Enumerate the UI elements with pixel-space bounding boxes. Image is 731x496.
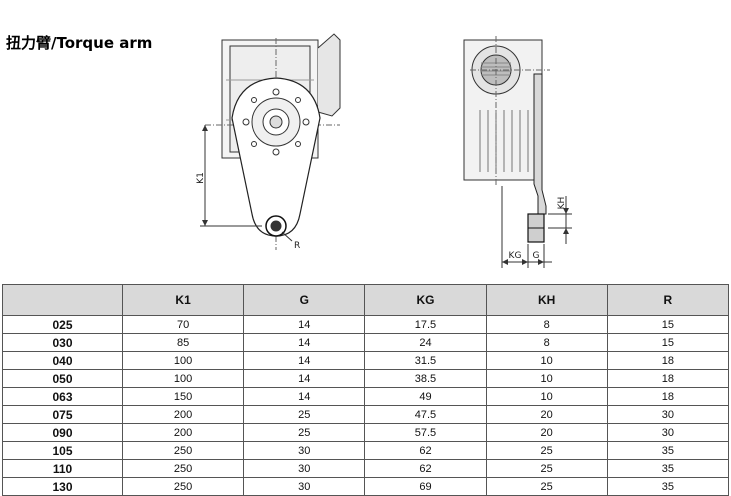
- cell-kg: 24: [364, 333, 487, 352]
- cell-k1: 85: [121, 333, 245, 352]
- cell-g: 25: [243, 405, 366, 424]
- cell-k1: 100: [121, 369, 245, 388]
- cell-g: 30: [243, 459, 366, 478]
- cell-g: 14: [243, 315, 366, 334]
- torque-arm-drawing: K1 R KH KG G: [196, 33, 572, 268]
- cell-r: 35: [606, 477, 730, 496]
- header-k1: K1: [121, 284, 245, 316]
- cell-model: 105: [2, 441, 123, 460]
- cell-model: 025: [2, 315, 123, 334]
- cell-kg: 57.5: [364, 423, 487, 442]
- header-kh: KH: [485, 284, 608, 316]
- table-row: 130 250 30 69 25 35: [2, 477, 730, 496]
- table-row: 050 100 14 38.5 10 18: [2, 369, 730, 388]
- cell-kh: 10: [485, 351, 608, 370]
- cell-model: 040: [2, 351, 123, 370]
- cell-k1: 250: [121, 459, 245, 478]
- cell-kh: 25: [485, 477, 608, 496]
- cell-model: 110: [2, 459, 123, 478]
- cell-k1: 250: [121, 441, 245, 460]
- cell-model: 130: [2, 477, 123, 496]
- table-row: 025 70 14 17.5 8 15: [2, 315, 730, 334]
- cell-g: 30: [243, 441, 366, 460]
- cell-r: 18: [606, 387, 730, 406]
- cell-g: 25: [243, 423, 366, 442]
- cell-kh: 25: [485, 459, 608, 478]
- header-r: R: [606, 284, 730, 316]
- cell-r: 18: [606, 369, 730, 388]
- table-row: 075 200 25 47.5 20 30: [2, 405, 730, 424]
- cell-kg: 62: [364, 441, 487, 460]
- cell-g: 14: [243, 387, 366, 406]
- table-row: 105 250 30 62 25 35: [2, 441, 730, 460]
- cell-kh: 10: [485, 369, 608, 388]
- cell-kh: 8: [485, 333, 608, 352]
- cell-k1: 200: [121, 423, 245, 442]
- torque-arm-side: [533, 73, 547, 215]
- cell-r: 35: [606, 441, 730, 460]
- cell-r: 18: [606, 351, 730, 370]
- cell-kg: 49: [364, 387, 487, 406]
- cell-model: 030: [2, 333, 123, 352]
- cell-g: 14: [243, 333, 366, 352]
- r-label: R: [294, 241, 300, 251]
- cell-kh: 20: [485, 405, 608, 424]
- cell-g: 14: [243, 351, 366, 370]
- cell-model: 050: [2, 369, 123, 388]
- header-g: G: [243, 284, 366, 316]
- cell-kh: 10: [485, 387, 608, 406]
- table-row: 040 100 14 31.5 10 18: [2, 351, 730, 370]
- page-title: 扭力臂/Torque arm: [6, 34, 153, 52]
- k1-label: K1: [196, 172, 206, 184]
- cell-r: 15: [606, 333, 730, 352]
- kh-label: KH: [557, 197, 567, 210]
- cell-g: 30: [243, 477, 366, 496]
- cell-kg: 62: [364, 459, 487, 478]
- cell-g: 14: [243, 369, 366, 388]
- table-row: 090 200 25 57.5 20 30: [2, 423, 730, 442]
- table-row: 110 250 30 62 25 35: [2, 459, 730, 478]
- cell-model: 090: [2, 423, 123, 442]
- cell-kg: 38.5: [364, 369, 487, 388]
- cell-kh: 20: [485, 423, 608, 442]
- g-label: G: [533, 251, 540, 261]
- header-kg: KG: [364, 284, 487, 316]
- cell-kg: 69: [364, 477, 487, 496]
- cell-kh: 25: [485, 441, 608, 460]
- cell-kg: 17.5: [364, 315, 487, 334]
- cell-model: 075: [2, 405, 123, 424]
- cell-k1: 250: [121, 477, 245, 496]
- cell-k1: 100: [121, 351, 245, 370]
- header-model: [2, 284, 123, 316]
- table-row: 030 85 14 24 8 15: [2, 333, 730, 352]
- cell-r: 15: [606, 315, 730, 334]
- cell-kg: 31.5: [364, 351, 487, 370]
- cell-k1: 70: [121, 315, 245, 334]
- cell-r: 35: [606, 459, 730, 478]
- cell-r: 30: [606, 405, 730, 424]
- cell-kg: 47.5: [364, 405, 487, 424]
- torque-arm-spec-table: K1 G KG KH R 025 70 14 17.5 8 15 030 85 …: [2, 284, 730, 496]
- gearbox-side-view: [463, 36, 550, 186]
- cell-k1: 200: [121, 405, 245, 424]
- cell-k1: 150: [121, 387, 245, 406]
- cell-kh: 8: [485, 315, 608, 334]
- cell-r: 30: [606, 423, 730, 442]
- table-row: 063 150 14 49 10 18: [2, 387, 730, 406]
- kg-label: KG: [509, 251, 522, 261]
- cell-model: 063: [2, 387, 123, 406]
- table-header-row: K1 G KG KH R: [2, 284, 730, 316]
